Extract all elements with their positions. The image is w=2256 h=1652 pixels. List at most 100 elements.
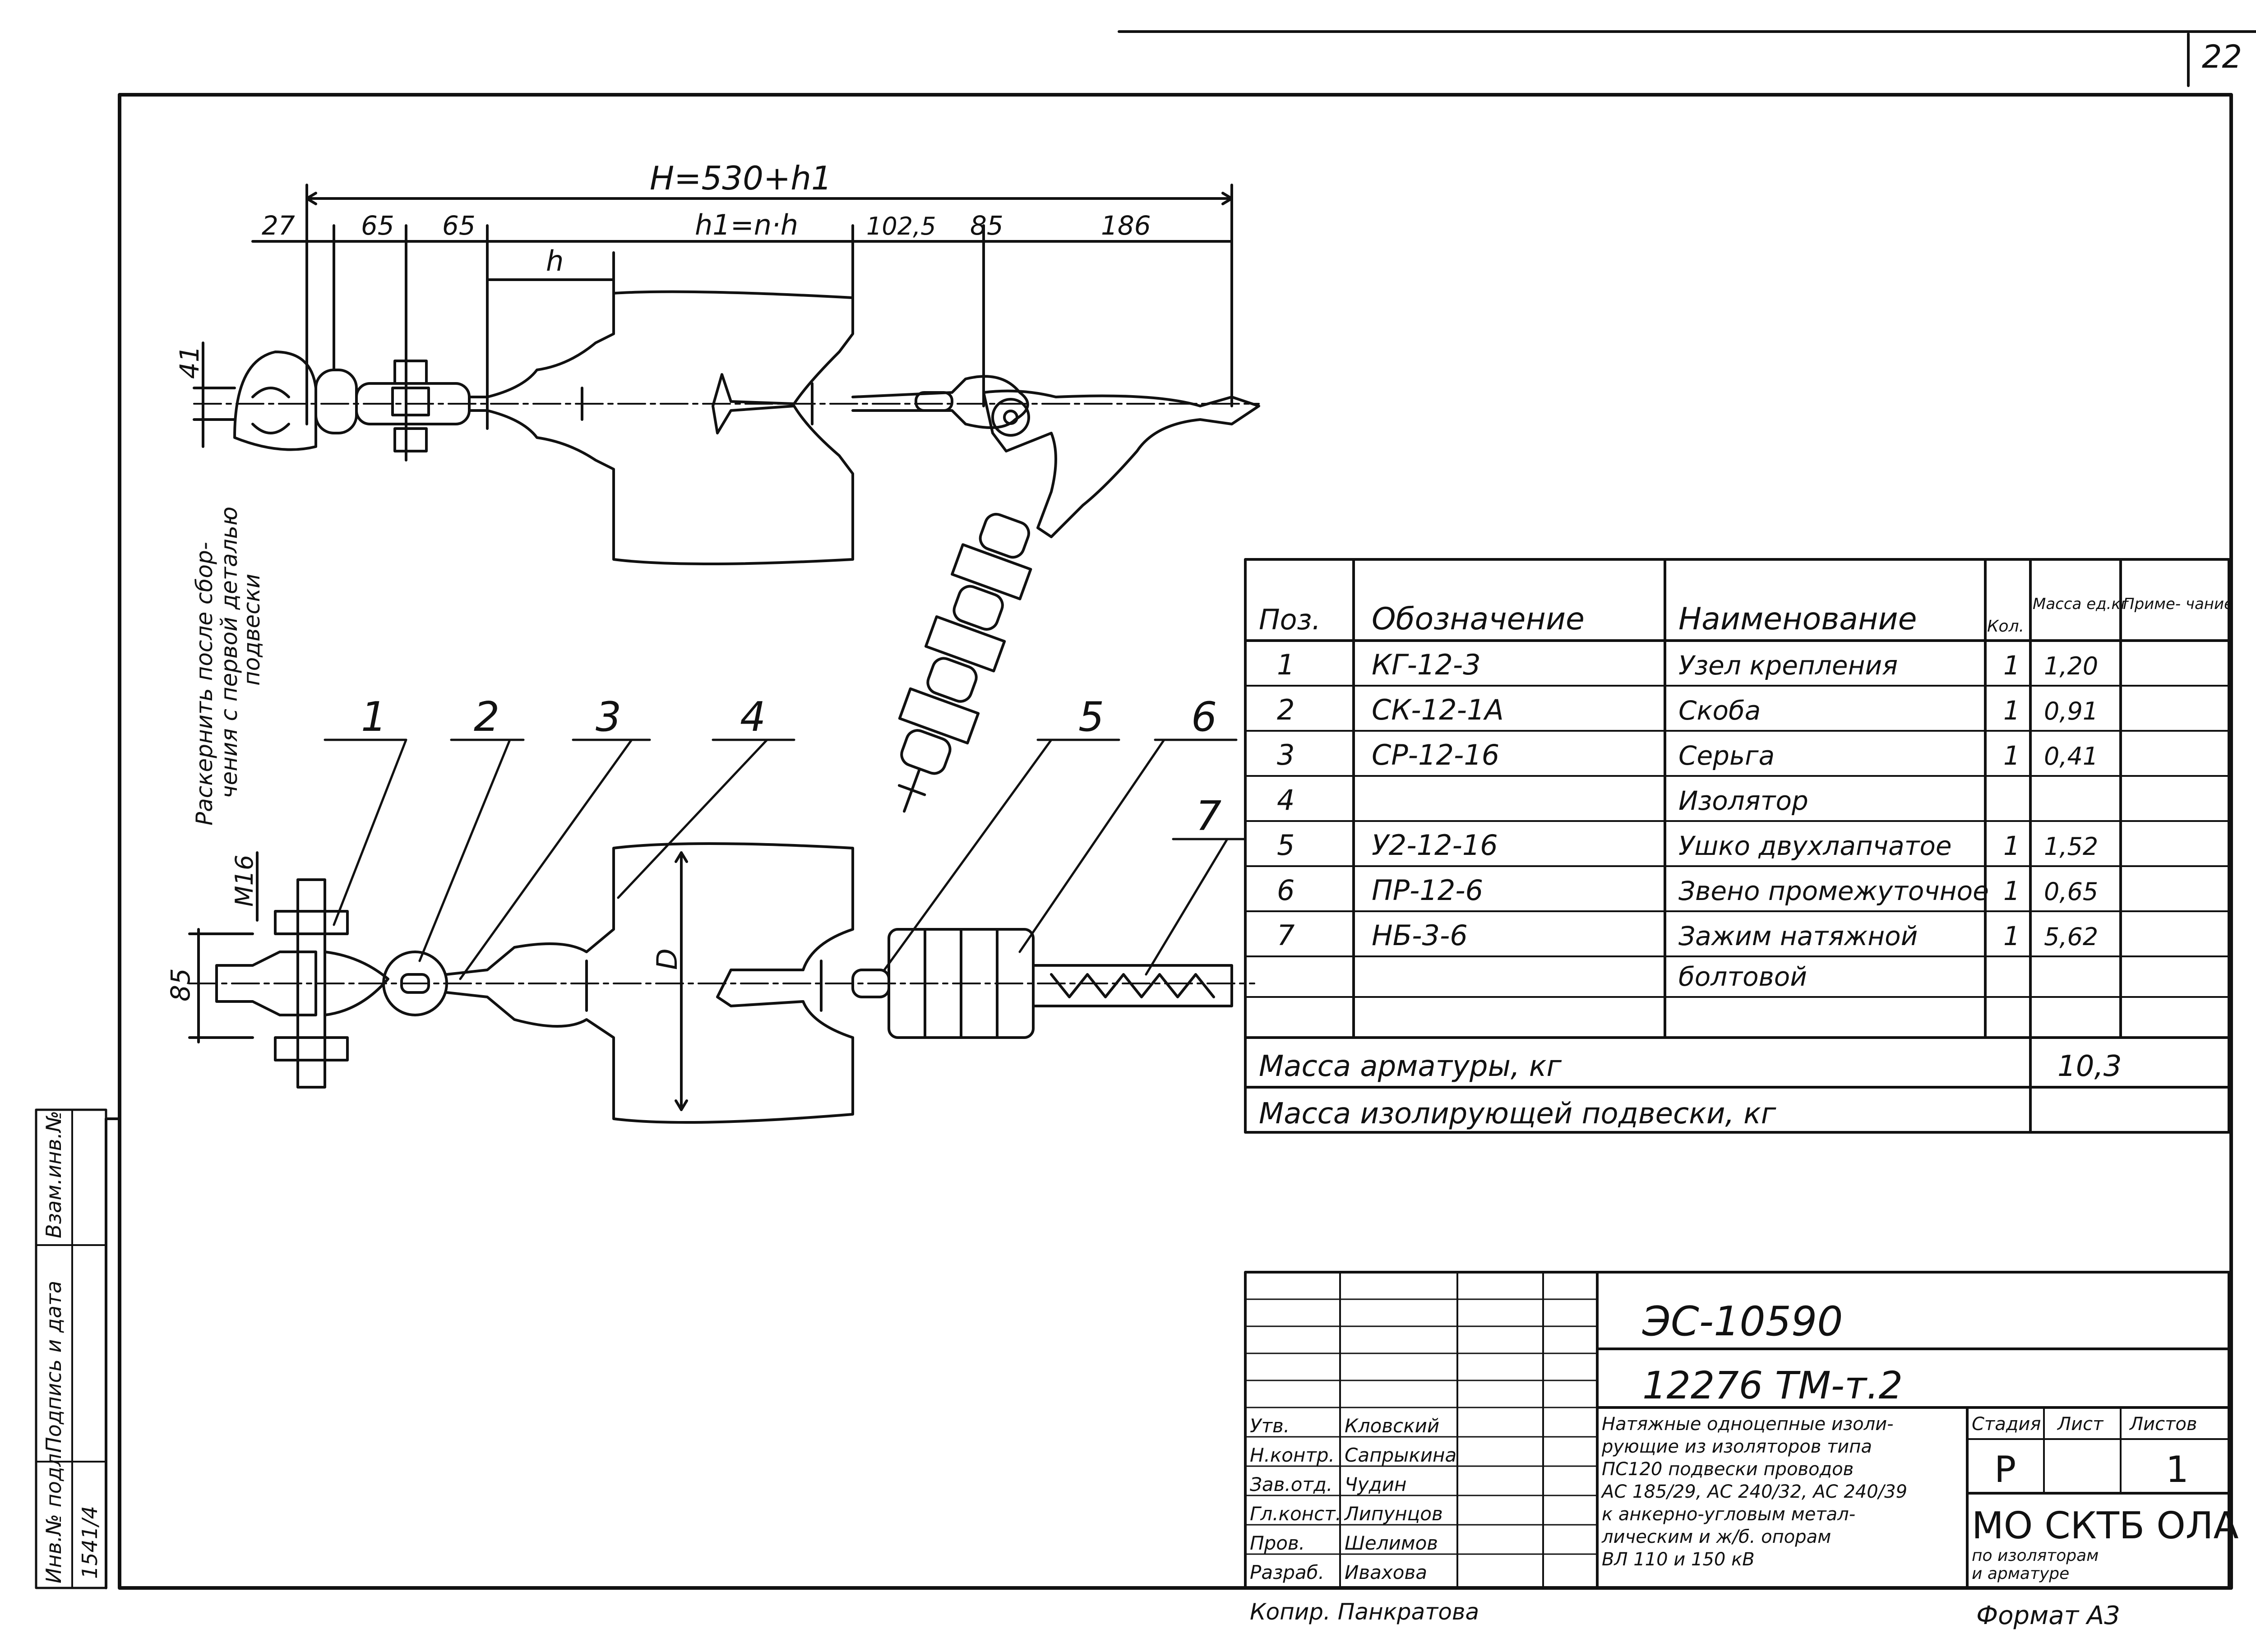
row-name: Ушко двухлапчатое [1678,831,1952,861]
stage-value: Р [1994,1449,2016,1490]
header-designation: Обозначение [1372,601,1585,637]
dim-85: 85 [970,210,1003,241]
dim-65b: 65 [442,210,476,241]
header-qty: Кол. [1987,617,2024,636]
row-name: Звено промежуточное [1678,876,1989,906]
code-primary: ЭС-10590 [1642,1298,1843,1345]
mass-fittings-label: Масса арматуры, кг [1259,1050,1562,1083]
dim-D: D [651,948,684,970]
dim-overall: H=530+h1 [650,159,832,197]
row-mass: 5,62 [2044,923,2098,951]
upper-assembly-view [193,184,1260,813]
row-designation: У2-12-16 [1372,829,1498,862]
role-name: Чудин [1345,1473,1406,1495]
role-name: Кловский [1345,1415,1439,1437]
sheet-frame [105,30,2256,1590]
copy-label: Копир. Панкратова [1250,1599,1479,1625]
role-title: Пров. [1250,1532,1305,1554]
row-qty: 1 [2003,831,2020,861]
row-pos: 7 [1277,919,1294,952]
role-name: Ивахова [1345,1561,1427,1583]
row-qty: 1 [2003,740,2020,771]
dim-41: 41 [174,346,205,379]
description-line: АС 185/29, АС 240/32, АС 240/39 [1600,1481,1907,1502]
callout-1: 1 [361,693,387,741]
callout-2: 2 [474,693,499,741]
row-mass: 0,65 [2044,877,2098,906]
row-mass: 1,52 [2044,832,2098,861]
row-pos: 2 [1277,693,1294,726]
code-secondary: 12276 ТМ-т.2 [1642,1363,1903,1407]
title-block [1244,1271,2230,1589]
callout-4: 4 [740,693,766,741]
callout-leaders [324,738,1247,980]
dim-27: 27 [262,210,295,241]
description-line: ПС120 подвески проводов [1602,1459,1854,1480]
row-name: Изолятор [1678,785,1808,816]
description: Натяжные одноцепные изоли-рующие из изол… [1600,1414,1907,1570]
row-name: Узел крепления [1678,650,1898,681]
strip-inv-number: 1541/4 [78,1506,102,1579]
dim-85-vertical: 85 [165,968,196,1001]
description-line: ВЛ 110 и 150 кВ [1602,1549,1755,1570]
format-label: Формат А3 [1976,1601,2120,1630]
role-title: Утв. [1250,1415,1290,1437]
row-mass: 1,20 [2044,652,2098,680]
stage-label: Стадия [1972,1414,2041,1435]
mass-fittings-value: 10,3 [2057,1050,2122,1083]
callout-3: 3 [596,693,621,741]
description-line: рующие из изоляторов типа [1601,1436,1872,1457]
strip-label-sign: Подпись и дата [42,1281,66,1453]
role-title: Гл.конст. [1250,1503,1341,1525]
row-name: болтовой [1678,961,1807,992]
dim-186: 186 [1101,210,1151,241]
spec-header: Поз. Обозначение Наименование Кол. Масса… [1259,595,2233,637]
header-mass: Масса ед.кг [2033,595,2129,613]
side-note-line3: подвески [239,574,265,686]
description-line: Натяжные одноцепные изоли- [1602,1414,1894,1435]
sheets-label: Листов [2129,1414,2197,1435]
row-mass: 0,41 [2044,742,2098,771]
role-title: Разраб. [1250,1561,1324,1583]
row-qty: 1 [2003,650,2020,681]
row-name: Скоба [1678,695,1761,726]
side-note-line2: чения с первой деталью [216,507,242,798]
description-line: к анкерно-угловым метал- [1602,1504,1855,1525]
mass-suspension-label: Масса изолирующей подвески, кг [1259,1097,1776,1131]
header-name: Наименование [1678,601,1917,637]
row-qty: 1 [2003,876,2020,906]
role-name: Шелимов [1345,1532,1438,1554]
row-qty: 1 [2003,695,2020,726]
left-strip: Инв.№ подл. Подпись и дата Взам.инв.№ 15… [35,1108,107,1589]
org-sub-1: по изоляторам [1972,1546,2099,1565]
row-designation: ПР-12-6 [1372,874,1483,907]
row-mass: 0,91 [2044,697,2098,725]
dim-m16: M16 [230,855,259,907]
sheet-number: 22 [2202,38,2242,75]
org-sub-2: и арматуре [1972,1564,2069,1583]
dim-102-5: 102,5 [866,212,936,240]
header-note: Приме- чание [2123,595,2233,613]
row-designation: КГ-12-3 [1372,648,1481,681]
lower-assembly-view [188,842,1255,1124]
header-pos: Поз. [1259,603,1321,636]
roles-list: Утв.КловскийН.контр.СапрыкинаЗав.отд.Чуд… [1250,1415,1456,1583]
sheet-label: Лист [2057,1414,2104,1435]
spec-table [1244,558,2230,1134]
role-name: Липунцов [1344,1503,1443,1525]
row-designation: СР-12-16 [1372,738,1499,771]
row-qty: 1 [2003,921,2020,951]
row-pos: 5 [1277,829,1294,862]
callout-7: 7 [1196,793,1221,840]
strip-label-replace: Взам.инв.№ [42,1111,66,1238]
callout-5: 5 [1078,693,1104,741]
org-name: МО СКТБ ОЛА [1972,1504,2239,1547]
row-pos: 4 [1277,784,1294,817]
dim-65a: 65 [361,210,394,241]
row-pos: 6 [1277,874,1294,907]
sheets-value: 1 [2166,1449,2189,1490]
row-pos: 1 [1277,648,1294,681]
dim-h: h [546,245,564,277]
